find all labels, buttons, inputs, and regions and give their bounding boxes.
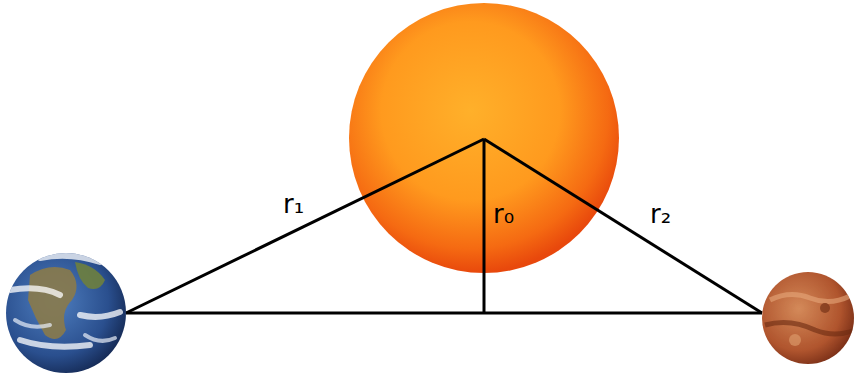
distance-label: r₂ [650,200,671,229]
planet [762,272,855,364]
distance-label: r₁ [283,190,304,219]
distance-label: r₀ [493,200,514,229]
earth [6,253,126,373]
geometry-lines [126,139,762,313]
